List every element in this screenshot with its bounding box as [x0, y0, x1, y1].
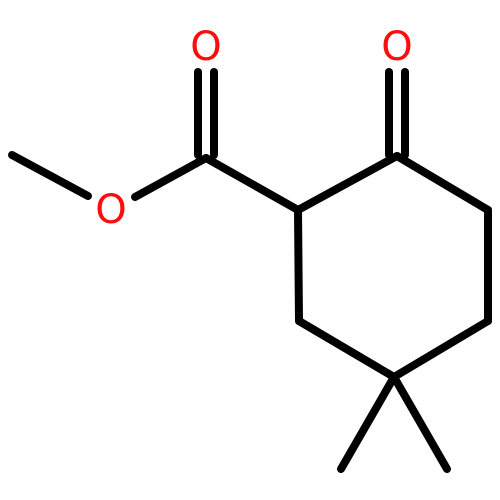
bond-carbonyl-c-to-ring [202, 154, 302, 214]
bond-ring-c5-c6 [295, 317, 398, 381]
bond-gem-methyl-right [390, 373, 451, 473]
atom-o-ester-carbonyl: O [190, 24, 221, 70]
bond-carbonyl-c-to-ester-o [131, 154, 210, 201]
bond-ring-c2-c3 [393, 152, 492, 214]
atom-o-ester: O [95, 187, 126, 233]
bond-gem-methyl-left [337, 373, 398, 473]
atom-o-ketone: O [381, 24, 412, 70]
bond-ring-c1-c2 [294, 152, 401, 214]
bond-ester-o-to-methyl [8, 151, 92, 200]
bond-ring-c6-c1 [294, 206, 303, 325]
bond-ring-c4-c5 [390, 317, 492, 381]
